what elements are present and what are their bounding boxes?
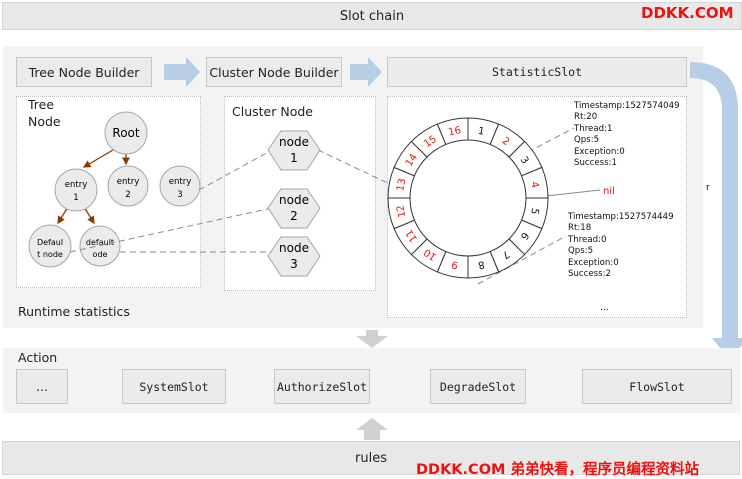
default1-label-b: t node: [37, 250, 63, 259]
cluster-node-2: [267, 188, 321, 229]
info-top-thread: Thread:1: [574, 123, 613, 134]
ring-segment-label-13: 13: [395, 178, 408, 193]
nil-label: nil: [603, 186, 615, 197]
entry3-label-b: 3: [177, 190, 182, 200]
ring-segment-label-9: 9: [451, 258, 459, 270]
cluster-node-3: [267, 236, 321, 277]
ring-segment-label-4: 4: [528, 181, 540, 189]
arrow-rules-up: [356, 418, 388, 440]
info-bottom-exception: Exception:0: [568, 257, 619, 268]
info-top-success: Success:1: [574, 158, 617, 169]
info-top-rt: Rt:20: [574, 112, 598, 123]
info-top-qps: Qps:5: [574, 135, 600, 146]
default1-label-a: Defaul: [37, 238, 63, 247]
cluster-node-3-label-a: node: [279, 241, 309, 255]
slot-chain-title: Slot chain: [339, 8, 405, 24]
info-bottom-rt: Rt:18: [568, 223, 592, 234]
info-top-exception: Exception:0: [574, 146, 625, 157]
slot-info-bottom: Timestamp:1527574449 Rt:18 Thread:0 Qps:…: [568, 212, 674, 280]
authorize-slot-label: AuthorizeSlot: [276, 379, 367, 394]
arrow-down-to-action: [356, 330, 388, 348]
entry2-label-b: 2: [125, 190, 130, 200]
statistic-slot-box: StatisticSlot: [387, 57, 687, 87]
link-node1-ring: [317, 149, 399, 189]
tree-node-title-line1: Tree: [28, 97, 55, 112]
system-slot-box: SystemSlot: [122, 369, 226, 404]
cluster-node-builder-box: Cluster Node Builder: [206, 57, 342, 87]
info-bottom-timestamp: Timestamp:1527574449: [568, 212, 674, 222]
cluster-node-3-label-b: 3: [290, 257, 298, 271]
rules-label: rules: [355, 450, 387, 466]
watermark-top: DDKK.COM: [641, 4, 734, 22]
system-slot-label: SystemSlot: [139, 379, 209, 394]
action-ellipsis-box: ...: [16, 369, 68, 404]
default-node-2: [79, 225, 121, 267]
info-bottom-thread: Thread:0: [568, 234, 607, 245]
action-title: Action: [18, 350, 58, 365]
degrade-slot-box: DegradeSlot: [430, 369, 526, 404]
slot-chain-header: Slot chain: [2, 2, 742, 30]
link-info-bottom: [477, 235, 567, 285]
link-info-top: [527, 127, 575, 153]
root-node-label: Root: [112, 126, 139, 140]
flow-slot-box: FlowSlot: [582, 369, 732, 404]
ring-segment-label-2: 2: [500, 136, 511, 149]
statistic-slot-label: StatisticSlot: [491, 65, 582, 79]
tree-node-title: Tree Node: [28, 96, 61, 130]
ring-segment-label-7: 7: [500, 248, 511, 261]
link-nil: [545, 189, 601, 197]
arrow-tree-to-cluster: [164, 57, 200, 87]
ring-ellipsis: ...: [600, 303, 609, 313]
default2-label-a: default: [86, 238, 114, 247]
entry2-label-a: entry: [117, 177, 139, 187]
link-default1-node2: [69, 207, 273, 253]
arrow-statistic-to-flow: [690, 62, 742, 360]
runtime-statistics-label: Runtime statistics: [18, 304, 130, 319]
slot-info-top: Timestamp:1527574049 Rt:20 Thread:1 Qps:…: [574, 101, 680, 169]
entry1-node: [54, 168, 98, 212]
cluster-node-builder-label: Cluster Node Builder: [209, 64, 339, 80]
tree-node-title-line2: Node: [28, 114, 61, 129]
info-bottom-success: Success:2: [568, 269, 611, 280]
ring-segment-label-16: 16: [448, 125, 463, 138]
tree-node-builder-label: Tree Node Builder: [28, 64, 140, 80]
tree-node-builder-box: Tree Node Builder: [16, 57, 152, 87]
ring-segment-label-8: 8: [477, 258, 485, 270]
watermark-bottom: DDKK.COM 弟弟快看，程序员编程资料站: [416, 462, 699, 478]
flow-slot-label: FlowSlot: [629, 379, 685, 394]
entry1-label-a: entry: [65, 180, 87, 190]
cluster-node-2-label-a: node: [279, 193, 309, 207]
root-node: [104, 111, 148, 155]
edge-root-entry1: [82, 149, 114, 168]
cluster-node-1-label-b: 1: [290, 151, 298, 165]
entry3-label-a: entry: [169, 177, 191, 187]
authorize-slot-box: AuthorizeSlot: [274, 369, 370, 404]
ring-segment-16: [436, 117, 469, 146]
edge-entry1-default1: [57, 206, 69, 225]
action-ellipsis-label: ...: [36, 379, 48, 394]
ring-segment-label-3: 3: [518, 155, 531, 166]
cluster-node-1: [267, 130, 321, 171]
info-bottom-qps: Qps:5: [568, 246, 594, 257]
ring-segment-label-12: 12: [395, 204, 408, 219]
link-entry3-node1: [198, 149, 273, 191]
ring-segment-label-1: 1: [477, 126, 485, 138]
degrade-slot-label: DegradeSlot: [439, 379, 517, 394]
ring-segment-label-6: 6: [518, 230, 531, 241]
entry1-label-b: 1: [73, 193, 78, 203]
arrow-cluster-to-statistic: [350, 57, 382, 87]
ring-segment-label-5: 5: [528, 207, 540, 215]
cluster-node-2-label-b: 2: [290, 209, 298, 223]
cluster-node-title: Cluster Node: [232, 104, 313, 119]
info-top-timestamp: Timestamp:1527574049: [574, 101, 680, 111]
default-node-1: [28, 224, 72, 268]
entry2-node: [107, 165, 149, 207]
edge-entry1-default2: [83, 206, 95, 225]
entry3-node: [159, 165, 201, 207]
default2-label-b: ode: [93, 250, 108, 259]
rules-bar: rules: [2, 441, 740, 475]
cluster-node-1-label-a: node: [279, 135, 309, 149]
side-label: r: [706, 183, 710, 193]
